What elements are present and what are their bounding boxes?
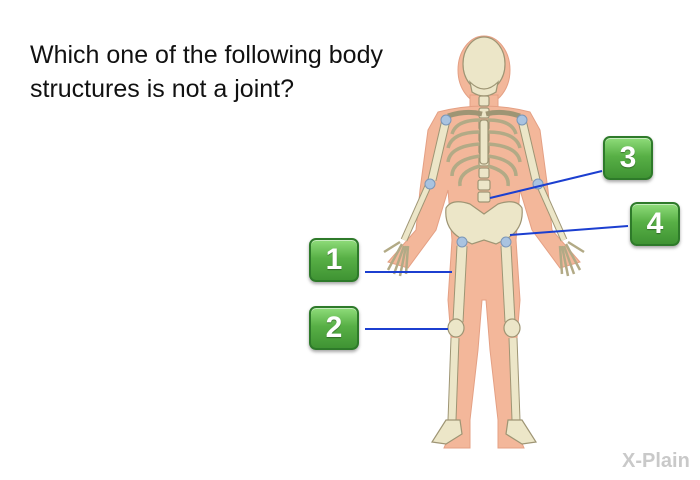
marker-4-button[interactable]: 4	[630, 202, 680, 246]
leader-line-3	[489, 170, 603, 199]
marker-2-button[interactable]: 2	[309, 306, 359, 350]
marker-3-button[interactable]: 3	[603, 136, 653, 180]
arms	[400, 118, 568, 242]
question-text: Which one of the following body structur…	[30, 41, 383, 103]
pelvis	[445, 201, 523, 245]
marker-1-button[interactable]: 1	[309, 238, 359, 282]
leader-line-4	[509, 225, 629, 236]
skull	[462, 36, 506, 92]
left-foot	[430, 419, 463, 445]
left-kneecap	[447, 318, 465, 338]
leader-lines	[365, 170, 629, 330]
legs	[447, 245, 521, 421]
xplain-logo: X-Plain	[622, 450, 690, 472]
right-kneecap	[503, 318, 521, 338]
right-foot	[505, 419, 538, 445]
sternum	[479, 119, 489, 165]
ribcage	[446, 118, 522, 187]
